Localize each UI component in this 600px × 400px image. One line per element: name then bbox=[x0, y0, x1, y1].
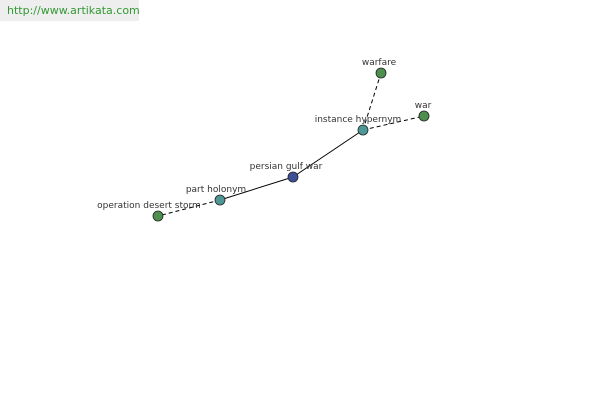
label-war: war bbox=[415, 101, 432, 111]
edges-layer bbox=[157, 72, 425, 217]
label-operation-desert-storm: operation desert storm bbox=[97, 201, 201, 211]
node-war[interactable] bbox=[418, 110, 430, 122]
edge-persian-gulf-war-to-instance-hypernym bbox=[292, 129, 364, 178]
site-url-link[interactable]: http://www.artikata.com bbox=[7, 4, 140, 17]
label-persian-gulf-war: persian gulf war bbox=[250, 162, 323, 172]
url-banner: http://www.artikata.com bbox=[0, 0, 140, 21]
labels-layer: persian gulf war instance hypernym part ho… bbox=[97, 58, 431, 211]
node-warfare[interactable] bbox=[375, 67, 387, 79]
node-operation-desert-storm[interactable] bbox=[152, 210, 164, 222]
node-part-holonym[interactable] bbox=[214, 194, 226, 206]
label-warfare: warfare bbox=[362, 58, 397, 68]
label-part-holonym: part holonym bbox=[186, 185, 246, 195]
label-instance-hypernym: instance hypernym bbox=[315, 115, 402, 125]
edge-persian-gulf-war-to-part-holonym bbox=[219, 176, 294, 201]
nodes-layer bbox=[152, 67, 430, 222]
edge-instance-hypernym-to-war bbox=[362, 115, 425, 131]
node-instance-hypernym[interactable] bbox=[357, 124, 369, 136]
node-persian-gulf-war[interactable] bbox=[287, 171, 299, 183]
edge-part-holonym-to-operation-desert-storm bbox=[157, 199, 221, 217]
edge-instance-hypernym-to-warfare bbox=[362, 72, 382, 131]
